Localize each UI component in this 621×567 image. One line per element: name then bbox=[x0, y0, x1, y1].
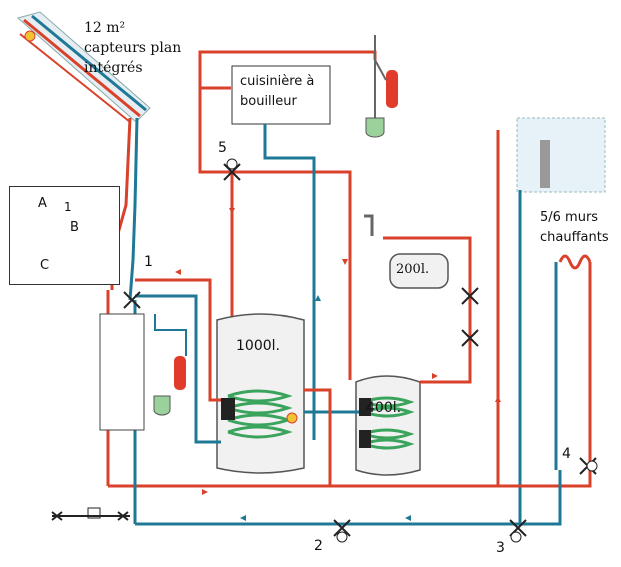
flow-arrows bbox=[175, 208, 501, 521]
tank-1000-label: 1000l. bbox=[236, 338, 280, 354]
collector-type: capteurs plan bbox=[84, 40, 182, 56]
main-return-pipe bbox=[135, 470, 562, 526]
stove-label-1: cuisinière à bbox=[240, 74, 315, 89]
valve-number-4: 4 bbox=[562, 446, 571, 462]
feed-to-1000 bbox=[135, 278, 221, 402]
tank-200-label: 200l. bbox=[396, 262, 430, 277]
tank-200 bbox=[364, 214, 472, 384]
stove-cold bbox=[263, 124, 316, 440]
stove-box bbox=[231, 65, 331, 125]
legend-label-c: C bbox=[40, 258, 50, 273]
valve-icon[interactable] bbox=[579, 457, 598, 475]
tank-1000 bbox=[216, 313, 305, 474]
legend-label-one: 1 bbox=[64, 200, 72, 214]
valve-number-3: 3 bbox=[496, 540, 505, 556]
solar-collector bbox=[16, 11, 151, 123]
return-from-1000 bbox=[135, 294, 221, 444]
main-hot-pipe bbox=[108, 470, 592, 488]
walls-label-2: chauffants bbox=[540, 230, 609, 245]
valve-number-2: 2 bbox=[314, 538, 323, 554]
valve-icon[interactable] bbox=[333, 519, 351, 543]
expansion-vessel-bottom bbox=[153, 314, 187, 416]
valve-number-5: 5 bbox=[218, 140, 227, 156]
hydraulic-group-box bbox=[99, 313, 145, 431]
valve-icon[interactable] bbox=[51, 507, 130, 521]
expansion-vessel-top bbox=[365, 35, 398, 138]
collector-cold-line bbox=[128, 117, 139, 301]
valve-icon[interactable] bbox=[223, 158, 241, 181]
tank-400 bbox=[355, 375, 421, 476]
stove-to-tank bbox=[198, 88, 352, 380]
legend-label-a: A bbox=[38, 196, 47, 211]
valve-icon[interactable] bbox=[509, 519, 527, 543]
heated-walls-room bbox=[496, 117, 606, 524]
valve-icon[interactable] bbox=[123, 291, 141, 309]
stove-label-2: bouilleur bbox=[240, 94, 297, 109]
valve-number-1: 1 bbox=[144, 254, 153, 270]
collector-mount: intégrés bbox=[84, 60, 143, 76]
tank-400-label: 400l. bbox=[366, 400, 402, 416]
walls-label-1: 5/6 murs bbox=[540, 210, 599, 225]
legend-label-b: B bbox=[70, 220, 79, 235]
collector-area: 12 m² bbox=[84, 20, 126, 36]
link-1000-400b bbox=[304, 388, 332, 486]
valve-icon[interactable] bbox=[461, 287, 479, 347]
legend-box bbox=[9, 186, 120, 285]
